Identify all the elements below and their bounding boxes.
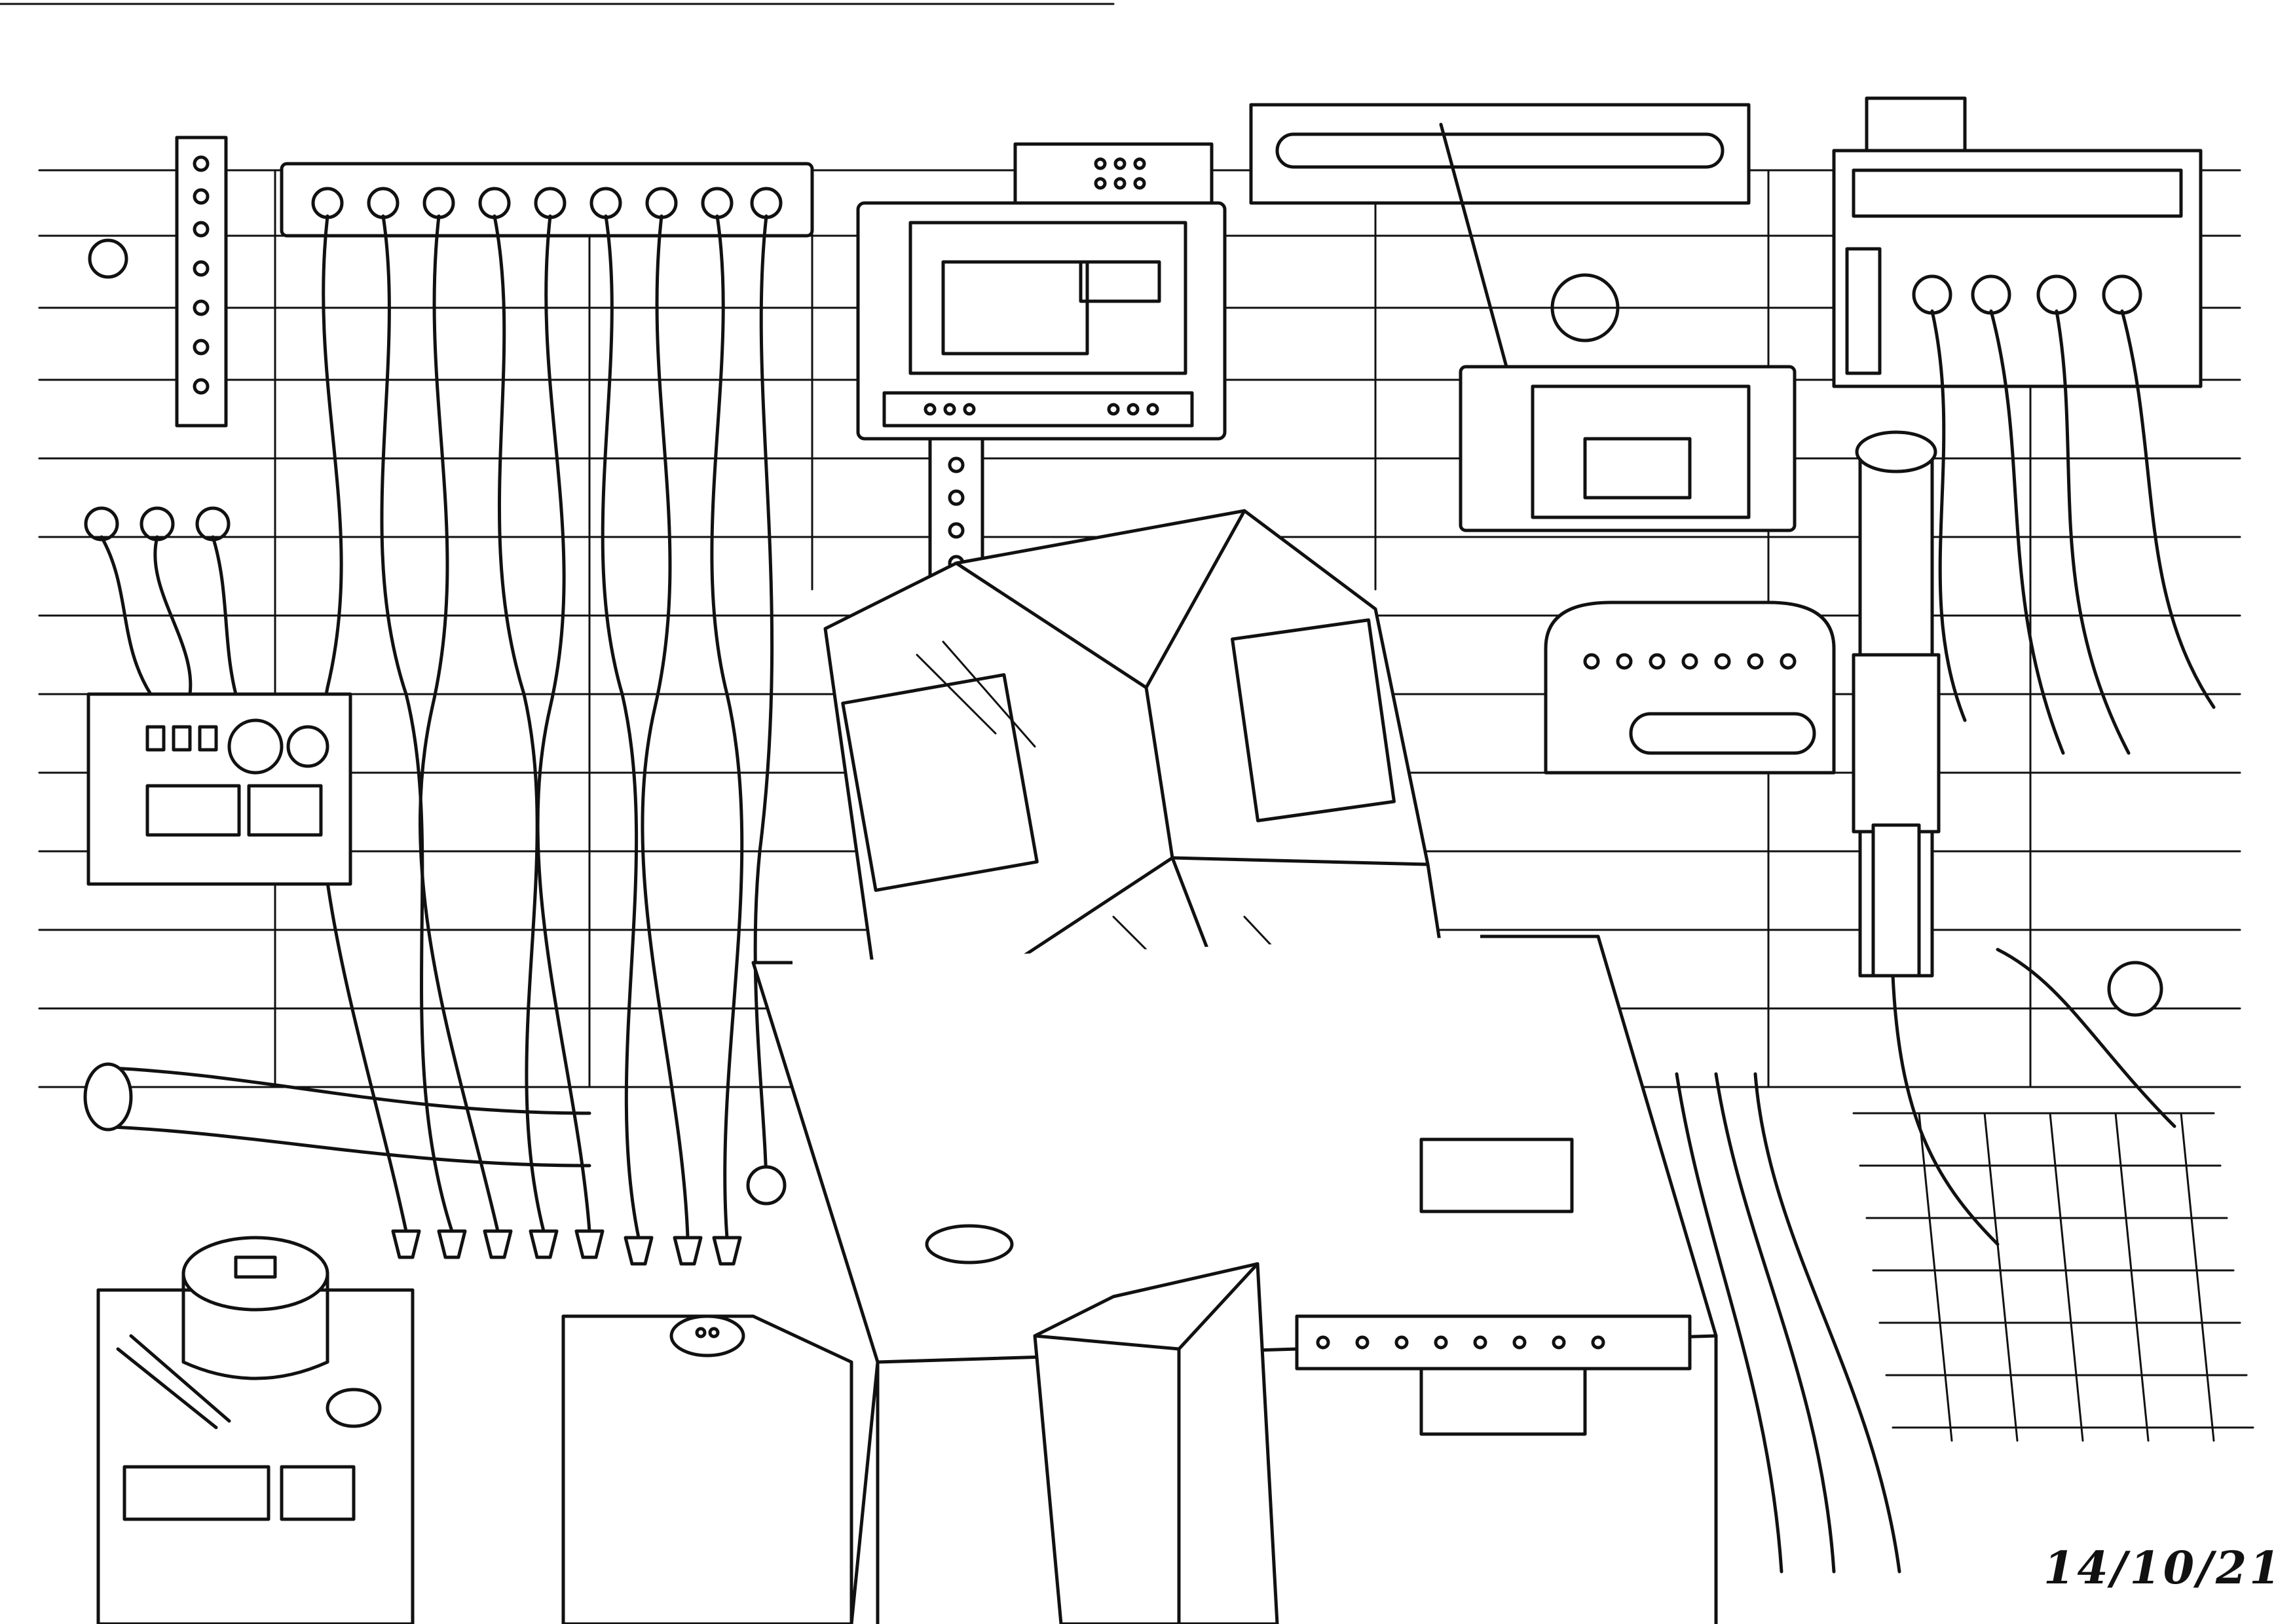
wall-plug-right xyxy=(2107,961,2163,1017)
lower-right-cables xyxy=(1675,948,2176,1574)
antenna xyxy=(1439,122,1508,369)
cable-plugs xyxy=(391,1165,787,1266)
floor-grid xyxy=(1852,1112,2254,1442)
box-with-jar xyxy=(96,1236,415,1624)
cable-rail-top-left xyxy=(280,162,814,238)
open-box xyxy=(1033,1262,1279,1624)
socket-panel-right xyxy=(1832,96,2216,755)
date-annotation: 14/10/21 xyxy=(2043,1542,2283,1595)
small-cabinet xyxy=(561,1314,853,1624)
socket-panel-left xyxy=(84,506,238,696)
monitor-unit-top xyxy=(856,201,1227,441)
vent-box-top xyxy=(1013,142,1214,205)
radio-box xyxy=(1459,273,1797,532)
perforated-strip-left xyxy=(175,136,228,428)
wall-socket-round xyxy=(88,238,128,279)
conduit-pipe xyxy=(83,1062,591,1168)
tube-light-fixture xyxy=(1249,103,1751,205)
hanging-cables xyxy=(317,214,774,1240)
speaker-panel xyxy=(1544,600,1836,775)
vertical-pipe xyxy=(1852,430,1941,978)
drawer-vent xyxy=(1295,1314,1692,1436)
control-box-left xyxy=(86,692,352,886)
